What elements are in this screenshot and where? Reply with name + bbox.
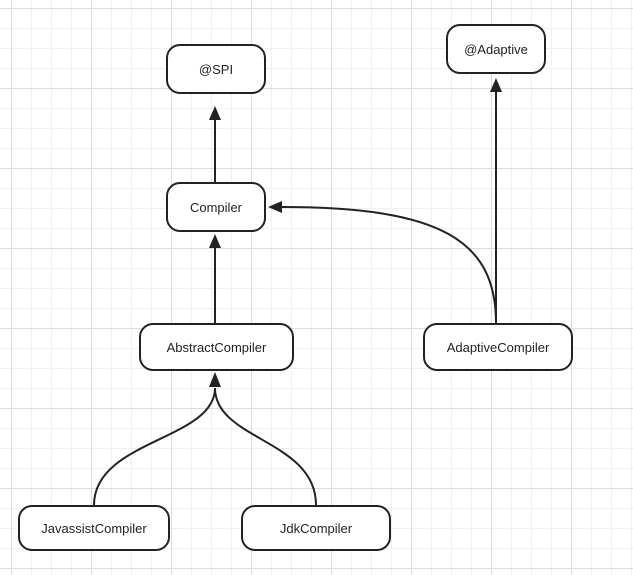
node-abstract-compiler-label: AbstractCompiler xyxy=(166,339,267,355)
node-spi-label: @SPI xyxy=(198,61,234,77)
edge-jdk-to-abstract xyxy=(214,387,317,506)
node-adaptive-label: @Adaptive xyxy=(464,41,528,57)
arrowhead-adaptive xyxy=(490,78,502,92)
node-javassist-compiler[interactable]: JavassistCompiler xyxy=(18,505,170,551)
edge-adaptivecompiler-to-compiler xyxy=(281,206,497,324)
arrowhead-compiler-bottom xyxy=(209,234,221,248)
node-jdk-compiler[interactable]: JdkCompiler xyxy=(241,505,391,551)
node-adaptive-compiler[interactable]: AdaptiveCompiler xyxy=(423,323,573,371)
edge-javassist-to-abstract xyxy=(93,387,216,506)
node-compiler[interactable]: Compiler xyxy=(166,182,266,232)
node-spi[interactable]: @SPI xyxy=(166,44,266,94)
node-abstract-compiler[interactable]: AbstractCompiler xyxy=(139,323,294,371)
node-javassist-compiler-label: JavassistCompiler xyxy=(41,520,147,536)
node-adaptive[interactable]: @Adaptive xyxy=(446,24,546,74)
node-jdk-compiler-label: JdkCompiler xyxy=(279,520,353,536)
arrowhead-spi xyxy=(209,106,221,120)
node-compiler-label: Compiler xyxy=(189,199,242,215)
node-adaptive-compiler-label: AdaptiveCompiler xyxy=(446,339,550,355)
arrowhead-compiler-right xyxy=(268,201,282,213)
arrowhead-abstract xyxy=(209,372,221,387)
